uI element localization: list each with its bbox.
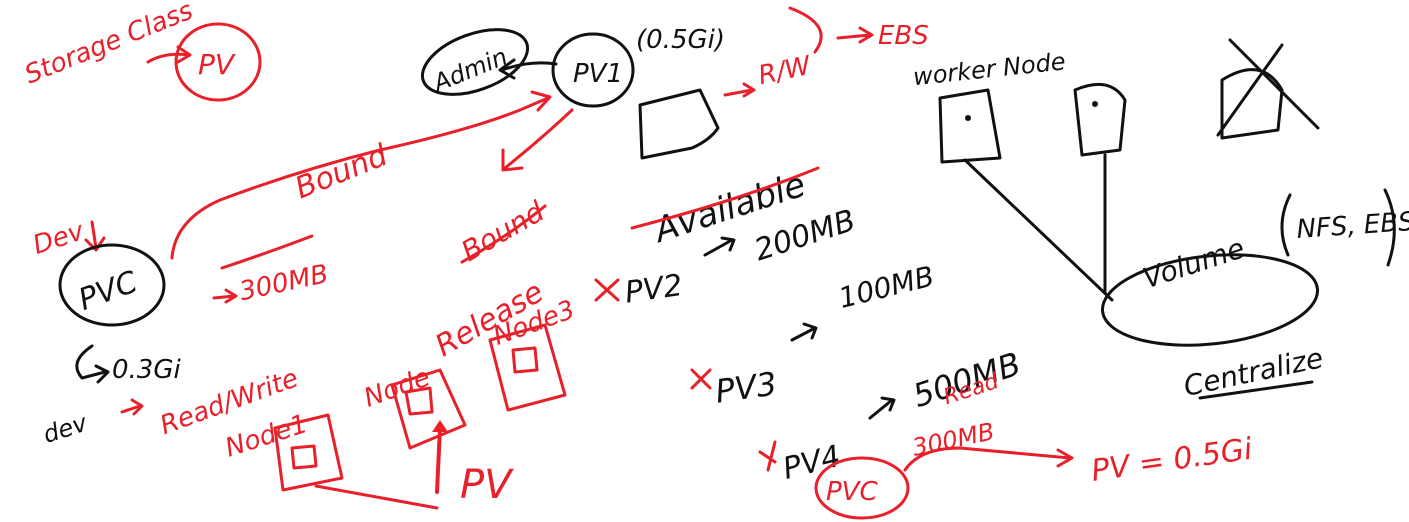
pvc-bottom-label: PVC bbox=[826, 477, 878, 507]
alt-size-underline bbox=[220, 234, 314, 270]
pv4-arrow bbox=[868, 396, 896, 420]
dev-to-pvc-arrow bbox=[84, 220, 106, 252]
pvc-bottom-circle bbox=[814, 456, 910, 520]
available-underline bbox=[630, 166, 820, 230]
pv3-label: PV3 bbox=[713, 364, 779, 410]
node3-box bbox=[488, 323, 567, 412]
volume-label: Volume bbox=[1139, 231, 1249, 295]
volume-ellipse bbox=[1100, 253, 1320, 347]
pv-bottom-label: PV bbox=[460, 462, 514, 508]
worker-node-1-dot bbox=[965, 115, 971, 121]
node-box bbox=[390, 368, 467, 450]
pvc-circle bbox=[58, 243, 166, 327]
ebs-label: EBS bbox=[878, 21, 929, 51]
worker-node-2 bbox=[1073, 82, 1127, 157]
pv1-to-bound-arrow bbox=[501, 108, 574, 172]
bound-top-label: Bound bbox=[290, 138, 393, 207]
storage-class-label: Storage Class bbox=[21, 0, 198, 90]
worker-node-3-cross bbox=[1216, 38, 1320, 137]
centralize-underline bbox=[1198, 380, 1314, 400]
pv1-label: PV1 bbox=[573, 59, 623, 89]
pvc-size-arrow bbox=[75, 344, 110, 384]
node1-label: Node1 bbox=[222, 409, 312, 464]
volume-paren-left bbox=[1280, 193, 1292, 257]
pvc-alt-size-label: 300MB bbox=[237, 259, 331, 307]
pv1-to-admin-arrow bbox=[498, 58, 558, 80]
pvc-bottom-size-label: 300MB bbox=[910, 417, 997, 462]
release-arrowhead bbox=[432, 420, 448, 432]
volume-paren-right bbox=[1383, 188, 1396, 267]
storage-to-pv-arrow bbox=[146, 45, 192, 64]
pvc-to-pv-arrow bbox=[903, 446, 1074, 472]
standalone-size-label: 100MB bbox=[835, 259, 937, 314]
pv3-arrow bbox=[790, 322, 818, 342]
rw-arrow bbox=[723, 82, 756, 98]
pv-result-label: PV = 0.5Gi bbox=[1089, 432, 1255, 489]
pv3-cross bbox=[690, 368, 712, 390]
pvc-label: PVC bbox=[74, 265, 142, 318]
worker-node-3 bbox=[1220, 68, 1284, 140]
pv4-cross bbox=[758, 440, 777, 472]
worker-node-1 bbox=[938, 88, 1002, 164]
rw-paren bbox=[788, 6, 823, 54]
rw-label: R/W bbox=[756, 51, 815, 92]
worker-node-label: worker Node bbox=[912, 47, 1067, 91]
pv1-disk-shape bbox=[638, 88, 720, 160]
alt-size-arrow bbox=[212, 288, 238, 304]
node1-to-volume-line bbox=[963, 158, 1114, 302]
admin-ellipse bbox=[420, 28, 530, 96]
pv1-circle bbox=[551, 32, 635, 108]
pvc-to-pv1-bound-curve bbox=[170, 90, 552, 260]
bound-bottom-underline bbox=[460, 204, 547, 264]
pv2-cross bbox=[594, 278, 620, 302]
pv-circle-label: PV bbox=[198, 48, 236, 81]
dev-bottom-label: dev bbox=[40, 408, 91, 449]
pv2-arrow bbox=[703, 236, 736, 257]
node3-icon bbox=[511, 346, 539, 374]
pvc-size-label: 0.3Gi bbox=[112, 355, 181, 385]
pv-circle bbox=[174, 22, 262, 102]
node1-icon bbox=[290, 444, 318, 470]
node1-to-node-line bbox=[314, 484, 439, 510]
pv1-size-label: (0.5Gi) bbox=[636, 25, 725, 55]
worker-node-2-dot bbox=[1092, 101, 1098, 107]
ebs-arrow bbox=[836, 26, 874, 44]
node-icon bbox=[404, 386, 434, 416]
centralize-label: Centralize bbox=[1181, 341, 1326, 403]
read-write-arrow bbox=[120, 398, 144, 416]
release-arrow bbox=[435, 426, 442, 494]
pv2-label: PV2 bbox=[623, 268, 685, 311]
node1-box bbox=[273, 413, 344, 492]
